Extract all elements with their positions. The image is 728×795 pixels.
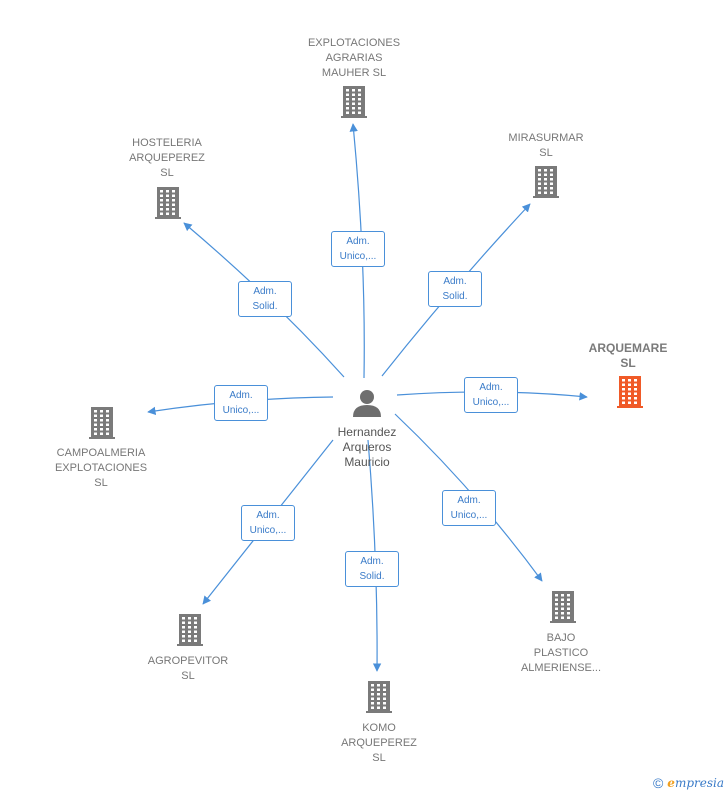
building-icon[interactable]	[155, 187, 181, 219]
relation-label-komo[interactable]: Adm. Solid.	[345, 551, 399, 587]
building-icon[interactable]	[89, 407, 115, 439]
company-label-arquemare[interactable]: ARQUEMARE SL	[588, 341, 668, 370]
company-label-komo[interactable]: KOMO ARQUEPEREZ SL	[341, 722, 417, 764]
footer: © empresia	[653, 775, 724, 791]
relation-label-mirasurmar[interactable]: Adm. Solid.	[428, 271, 482, 307]
building-icon[interactable]	[177, 614, 203, 646]
building-icon[interactable]	[341, 86, 367, 118]
company-label-hosteleria[interactable]: HOSTELERIA ARQUEPEREZ SL	[129, 137, 205, 179]
company-label-agropevitor[interactable]: AGROPEVITOR SL	[147, 655, 229, 682]
brand-logo[interactable]: empresia	[667, 776, 724, 790]
company-label-mirasurmar[interactable]: MIRASURMAR SL	[508, 132, 584, 159]
building-icon[interactable]	[550, 591, 576, 623]
copyright-icon: ©	[652, 775, 664, 791]
company-label-bajo[interactable]: BAJO PLASTICO ALMERIENSE...	[520, 632, 602, 674]
person-icon[interactable]	[353, 390, 381, 417]
relation-label-explotaciones[interactable]: Adm. Unico,...	[331, 231, 385, 267]
company-label-campoalmeria[interactable]: CAMPOALMERIA EXPLOTACIONES SL	[54, 447, 148, 489]
relation-label-arquemare[interactable]: Adm. Unico,...	[464, 377, 518, 413]
relation-label-agropevitor[interactable]: Adm. Unico,...	[241, 505, 295, 541]
building-icon[interactable]	[617, 376, 643, 408]
person-name[interactable]: Hernandez Arqueros Mauricio	[337, 425, 397, 469]
relation-label-hosteleria[interactable]: Adm. Solid.	[238, 281, 292, 317]
relation-label-bajo[interactable]: Adm. Unico,...	[442, 490, 496, 526]
building-icon[interactable]	[366, 681, 392, 713]
company-label-explotaciones[interactable]: EXPLOTACIONES AGRARIAS MAUHER SL	[307, 37, 401, 79]
relation-label-campoalmeria[interactable]: Adm. Unico,...	[214, 385, 268, 421]
building-icon[interactable]	[533, 166, 559, 198]
